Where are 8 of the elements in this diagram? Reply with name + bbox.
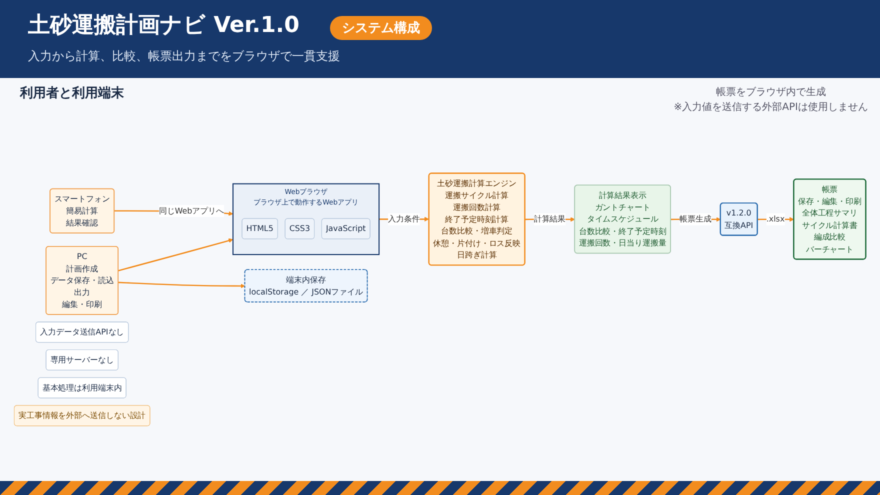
section-badge: システム構成 [330,16,432,40]
arrow [118,238,234,271]
group-heading: 利用者と利用端末 [20,85,124,102]
arrow [118,281,246,288]
note-text: ※入力値を送信する外部APIは使用しません [674,100,868,114]
subtitle: 入力から計算、比較、帳票出力までをブラウザで一貫支援 [28,48,340,65]
title: 土砂運搬計画ナビ Ver.1.0 [28,12,300,40]
note-text: 帳票をブラウザ内で生成 [714,86,827,99]
